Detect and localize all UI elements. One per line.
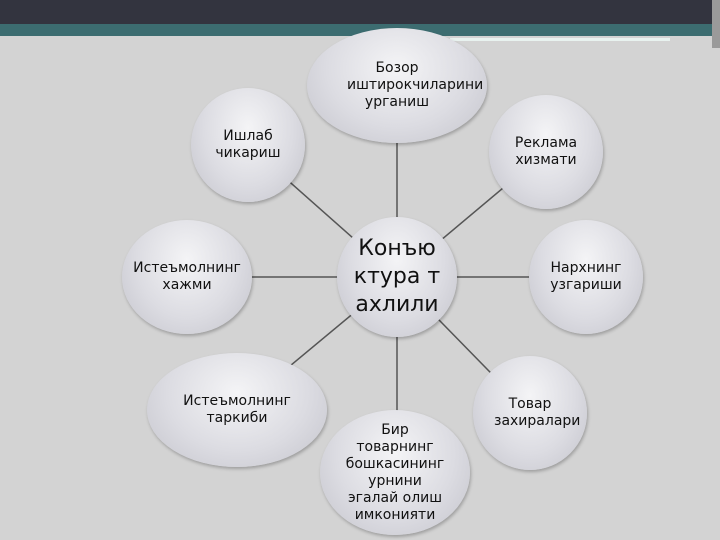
node-label: Бозор иштирокчиларини урганиш <box>347 60 484 110</box>
accent-line <box>450 38 670 41</box>
node-structure: Истеъмолнинг таркиби <box>147 353 327 467</box>
node-volume: Истеъмолнинг хажми <box>122 220 252 334</box>
node-label: Ишлаб чикариш <box>215 128 281 161</box>
accent-band <box>0 24 712 36</box>
node-label: Реклама хизмати <box>514 135 578 168</box>
node-label: Истеъмолнинг хажми <box>133 260 241 293</box>
center-node: Конъюктура тахлили <box>337 217 457 337</box>
node-market: Бозор иштирокчиларини урганиш <box>307 28 487 143</box>
node-label: Истеъмолнинг таркиби <box>183 393 291 426</box>
node-substitute: Бир товарнинг бошкасининг урнини эгалай … <box>320 410 470 535</box>
top-bar <box>0 0 712 24</box>
node-label: Товар захиралари <box>494 396 581 429</box>
frame-edge <box>712 0 720 48</box>
center-label: Конъюктура тахлили <box>353 236 441 317</box>
node-stock: Товар захиралари <box>473 356 587 470</box>
node-production: Ишлаб чикариш <box>191 88 305 202</box>
node-price: Нархнинг узгариши <box>529 220 643 334</box>
node-label: Бир товарнинг бошкасининг урнини эгалай … <box>345 421 445 523</box>
node-ad: Реклама хизмати <box>489 95 603 209</box>
node-label: Нархнинг узгариши <box>550 260 622 293</box>
